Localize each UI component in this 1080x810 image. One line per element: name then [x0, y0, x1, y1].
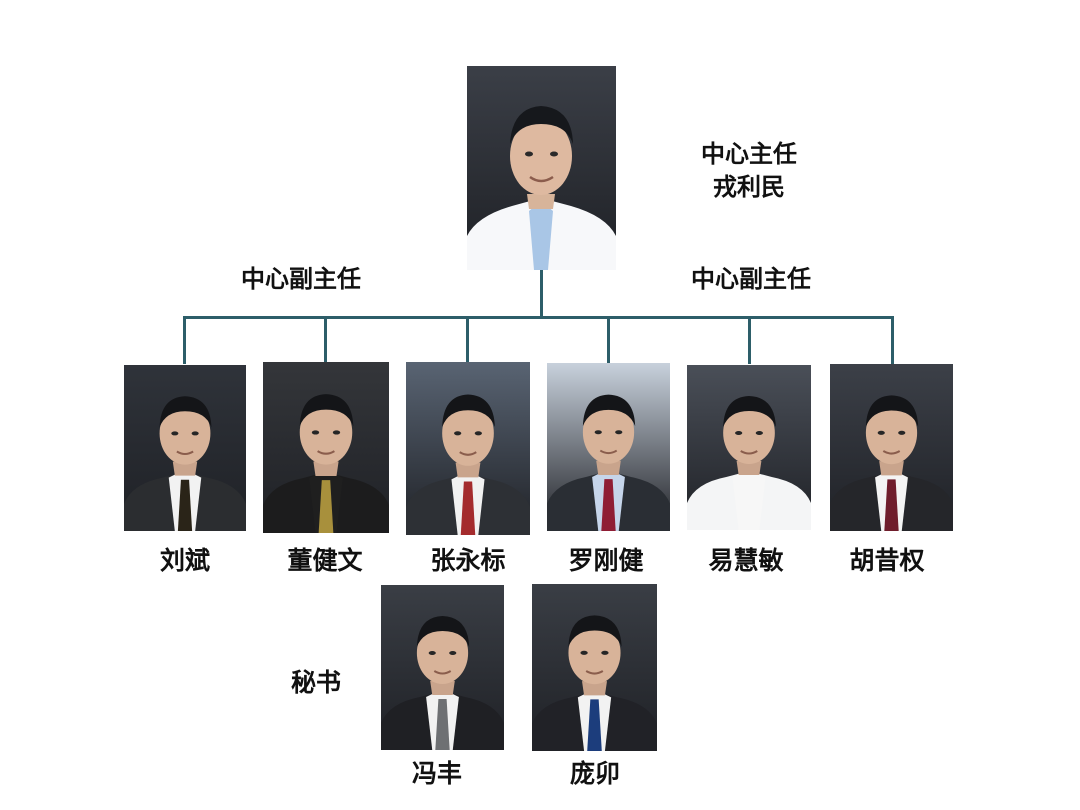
secretary-photo-2	[532, 584, 657, 751]
portrait-icon	[532, 615, 657, 751]
portrait-icon	[687, 396, 811, 530]
portrait-icon	[263, 394, 389, 533]
portrait-icon	[381, 616, 504, 750]
connector-drop-6	[891, 316, 894, 364]
portrait-icon	[124, 396, 246, 531]
connector-horizontal-bar	[183, 316, 894, 319]
connector-drop-5	[748, 316, 751, 364]
portrait-icon	[406, 394, 530, 535]
connector-drop-2	[324, 316, 327, 364]
deputy-photo-6	[830, 364, 953, 531]
secretary-label: 秘书	[291, 668, 342, 697]
deputy-role-label-left: 中心副主任	[241, 265, 361, 293]
director-role: 中心主任	[701, 140, 797, 168]
deputy-photo-5	[687, 365, 811, 530]
deputy-photo-2	[263, 362, 389, 533]
deputy-name-1: 刘斌	[159, 546, 211, 575]
deputy-name-5: 易慧敏	[708, 546, 784, 575]
secretary-photo-1	[381, 585, 504, 750]
deputy-photo-1	[124, 365, 246, 531]
secretary-name-1: 冯丰	[411, 759, 463, 788]
deputy-name-4: 罗刚健	[568, 546, 644, 575]
deputy-photo-3	[406, 362, 530, 535]
secretary-name-2: 庞卯	[569, 759, 621, 788]
connector-drop-3	[466, 316, 469, 364]
connector-drop-1	[183, 316, 186, 364]
deputy-photo-4	[547, 363, 670, 531]
portrait-icon	[830, 395, 953, 531]
connector-drop-4	[607, 316, 610, 364]
deputy-role-label-right: 中心副主任	[691, 265, 811, 293]
director-name: 戎利民	[713, 173, 785, 201]
deputy-name-6: 胡昔权	[849, 546, 925, 575]
deputy-name-2: 董健文	[287, 546, 363, 575]
portrait-icon	[547, 394, 670, 531]
deputy-name-3: 张永标	[430, 546, 506, 575]
director-portrait-icon	[467, 106, 616, 270]
connector-vertical-trunk	[540, 270, 543, 318]
director-photo	[467, 66, 616, 270]
